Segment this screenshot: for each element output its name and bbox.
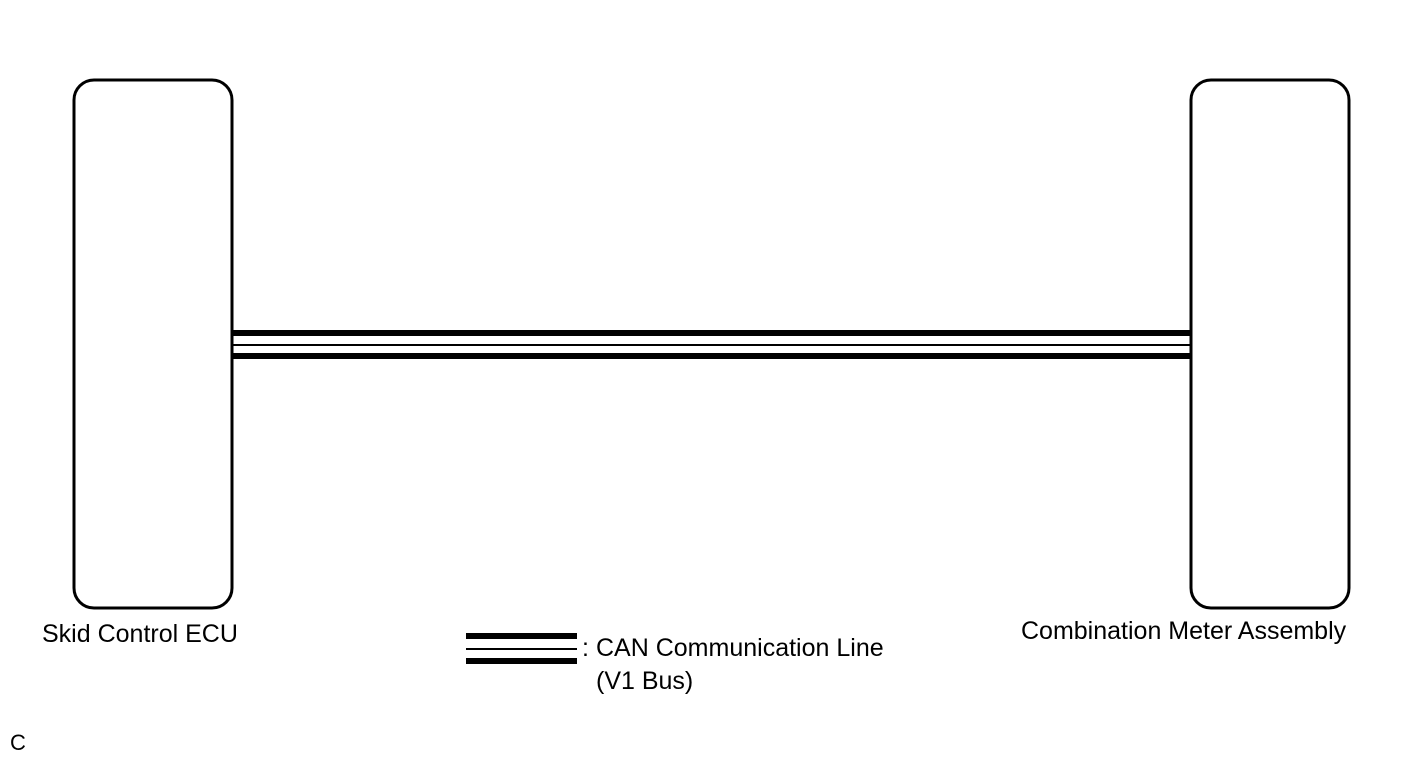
figure-code: C: [10, 730, 26, 755]
legend-label-line2: (V1 Bus): [596, 667, 694, 695]
legend-separator: :: [582, 634, 589, 662]
legend-label-line1: CAN Communication Line: [596, 634, 884, 662]
skid-control-ecu-label: Skid Control ECU: [42, 620, 238, 648]
combination-meter-assembly-box: [1189, 78, 1351, 610]
legend-can-line-symbol: [466, 633, 577, 664]
skid-control-ecu-box: [72, 78, 234, 610]
combination-meter-assembly-label: Combination Meter Assembly: [1021, 617, 1347, 645]
can-bus-line: [232, 330, 1191, 359]
